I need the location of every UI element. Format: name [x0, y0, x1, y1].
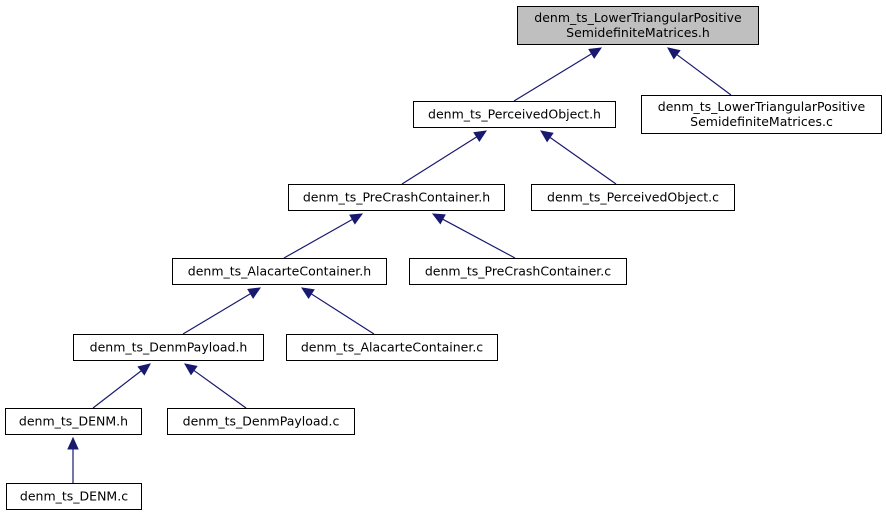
edge-arrowhead [67, 436, 79, 450]
node-label: denm_ts_LowerTriangularPositive [534, 10, 742, 25]
edge-n2-to-n0 [667, 47, 732, 96]
edge-arrowhead [137, 363, 151, 376]
node-box [531, 184, 735, 211]
edge-line [283, 218, 353, 259]
node-label: SemidefiniteMatrices.c [690, 114, 833, 129]
edge-line [401, 136, 478, 185]
node-box [167, 408, 355, 435]
node-label: denm_ts_DenmPayload.h [90, 340, 248, 355]
edge-n7-to-n5 [182, 287, 262, 335]
node-label: denm_ts_AlacarteContainer.c [301, 340, 483, 355]
node-denm-ts-lowertriangularpositivesemidefinitematrices-c[interactable]: denm_ts_LowerTriangularPositiveSemidefin… [641, 95, 882, 134]
edge-line [310, 293, 375, 335]
node-label: denm_ts_DENM.h [19, 414, 128, 429]
node-denm-ts-denmpayload-h[interactable]: denm_ts_DenmPayload.h [73, 334, 264, 361]
node-label: denm_ts_DenmPayload.c [183, 414, 340, 429]
node-box [286, 334, 498, 361]
node-denm-ts-perceivedobject-c[interactable]: denm_ts_PerceivedObject.c [531, 184, 735, 211]
node-box [73, 334, 264, 361]
edge-arrowhead [667, 47, 681, 60]
node-box [413, 101, 616, 128]
edge-n4-to-n1 [540, 130, 617, 185]
node-box [517, 6, 759, 45]
edge-line [193, 369, 247, 409]
node-denm-ts-precrashcontainer-h[interactable]: denm_ts_PreCrashContainer.h [288, 184, 505, 211]
node-label: denm_ts_PerceivedObject.h [428, 107, 601, 122]
edge-arrowhead [540, 130, 554, 143]
edge-line [549, 136, 617, 185]
edge-n3-to-n1 [401, 130, 488, 185]
edge-line [676, 54, 732, 96]
node-label: denm_ts_AlacarteContainer.h [188, 264, 371, 279]
node-box [172, 258, 387, 285]
node-box [5, 408, 142, 435]
edge-line [182, 293, 251, 335]
node-denm-ts-alacartecontainer-c[interactable]: denm_ts_AlacarteContainer.c [286, 334, 498, 361]
node-box [288, 184, 505, 211]
node-label: denm_ts_PreCrashContainer.c [425, 264, 611, 279]
node-label: denm_ts_PreCrashContainer.h [303, 190, 490, 205]
edge-line [513, 53, 592, 102]
node-label: denm_ts_DENM.c [20, 489, 128, 504]
edge-n8-to-n5 [300, 287, 375, 335]
edge-arrowhead [247, 287, 262, 299]
edge-n11-to-n9 [67, 436, 79, 483]
edge-arrowhead [431, 213, 446, 225]
node-denm-ts-denm-h[interactable]: denm_ts_DENM.h [5, 408, 142, 435]
edge-arrowhead [300, 287, 315, 300]
node-label: SemidefiniteMatrices.h [566, 25, 710, 40]
edge-arrowhead [349, 213, 364, 225]
edge-arrowhead [184, 363, 198, 376]
edge-line [92, 370, 142, 409]
graph-nodes: denm_ts_LowerTriangularPositiveSemidefin… [5, 6, 882, 510]
node-denm-ts-denm-c[interactable]: denm_ts_DENM.c [6, 483, 142, 510]
edge-n5-to-n3 [283, 213, 364, 259]
edge-line [442, 218, 516, 259]
edge-n1-to-n0 [513, 47, 603, 102]
edge-n9-to-n7 [92, 363, 151, 409]
node-label: denm_ts_PerceivedObject.c [547, 190, 719, 205]
node-box [409, 258, 627, 285]
edge-arrowhead [473, 130, 488, 143]
node-denm-ts-lowertriangularpositivesemidefinitematrices-h[interactable]: denm_ts_LowerTriangularPositiveSemidefin… [517, 6, 759, 45]
node-box [6, 483, 142, 510]
node-denm-ts-denmpayload-c[interactable]: denm_ts_DenmPayload.c [167, 408, 355, 435]
node-denm-ts-alacartecontainer-h[interactable]: denm_ts_AlacarteContainer.h [172, 258, 387, 285]
edge-arrowhead [588, 47, 603, 59]
node-denm-ts-precrashcontainer-c[interactable]: denm_ts_PreCrashContainer.c [409, 258, 627, 285]
node-denm-ts-perceivedobject-h[interactable]: denm_ts_PerceivedObject.h [413, 101, 616, 128]
node-box [641, 95, 882, 134]
edge-n10-to-n7 [184, 363, 247, 409]
graph-edges [67, 47, 732, 483]
edge-n6-to-n3 [431, 213, 516, 259]
node-label: denm_ts_LowerTriangularPositive [658, 99, 866, 114]
